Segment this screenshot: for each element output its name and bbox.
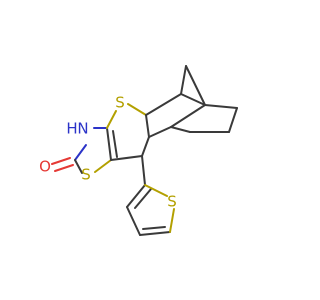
sulfur-atom-label-ring: S: [115, 94, 125, 112]
bond-n-c-lower: [74, 144, 87, 161]
bond-bicyclic-8: [170, 126, 191, 133]
bond-c-bridge-c-lower: [145, 114, 150, 138]
bond-bicyclic-1: [145, 93, 182, 116]
bond-bicyclic-bridge-a: [180, 65, 187, 95]
bond-carbonyl-double-a: [51, 157, 71, 165]
bond-thiophene-3-double-a: [139, 231, 171, 236]
hydrogen-atom-label: H: [66, 120, 77, 138]
bond-bicyclic-2: [180, 93, 206, 106]
bond-c-carbonyl-to-s: [74, 159, 83, 174]
thiazolone-ring-bonds: [51, 127, 118, 174]
bond-bicyclic-bridge-b: [185, 65, 206, 106]
bond-bicyclic-3: [148, 126, 172, 138]
bond-s-c-bridge: [127, 103, 147, 116]
bond-bicyclic-6: [228, 107, 238, 133]
nitrogen-atom-label: N: [77, 120, 88, 138]
bond-c-thienyl-link: [141, 155, 146, 186]
bond-thiophene-1-double-b: [134, 188, 152, 209]
oxygen-atom-label: O: [39, 158, 51, 176]
bond-thiophene-2: [126, 206, 141, 236]
sulfur-atom-label-thiophene: S: [167, 193, 177, 211]
bond-thiophene-1-double-a: [126, 184, 146, 208]
bond-thiophene-5: [144, 184, 168, 197]
molecule-structure-diagram: N H O S S S: [39, 65, 238, 236]
bond-s-ring-c5: [94, 159, 112, 173]
bond-carbonyl-double-b: [54, 164, 74, 172]
atom-labels: N H O S S S: [39, 94, 177, 211]
thiopyran-ring-bonds: [106, 103, 150, 161]
bond-c-thienyl-c5: [110, 155, 143, 161]
bond-thiophene-3-double-b: [142, 226, 166, 230]
sulfur-atom-label-thiazole: S: [81, 166, 91, 184]
thiophene-ring-bonds: [126, 155, 175, 236]
bond-c-lower-c-thienyl: [141, 136, 150, 157]
norbornane-bonds: [145, 65, 238, 138]
bond-bicyclic-4: [170, 104, 206, 128]
bond-c4-c5-double-a: [106, 127, 112, 161]
bond-thiophene-4: [169, 208, 175, 233]
bond-c4-c5-double-b: [112, 130, 118, 158]
bond-c4-s: [106, 110, 117, 129]
bond-bicyclic-5: [204, 104, 238, 109]
